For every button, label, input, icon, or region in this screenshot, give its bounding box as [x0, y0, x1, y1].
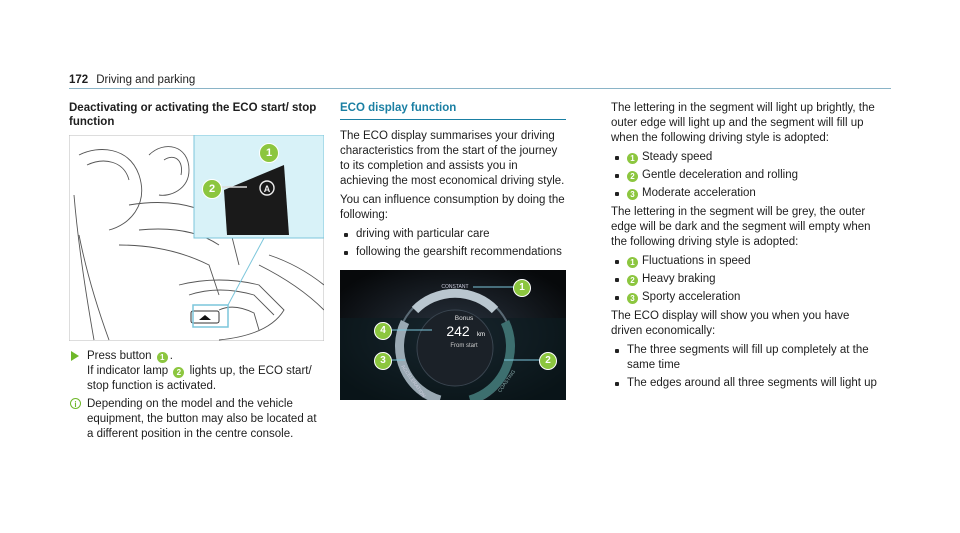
display-callout-1: 1 [513, 279, 531, 297]
note-text: Depending on the model and the vehicle e… [87, 398, 317, 440]
grey-segment-text: The lettering in the segment will be gre… [611, 206, 871, 248]
eco-display-intro: The ECO display summarises your driving … [340, 130, 565, 187]
header-rule [69, 88, 891, 89]
eco-start-stop-heading: Deactivating or activating the ECO start… [69, 102, 317, 128]
column-eco-display: ECO display function The ECO display sum… [340, 101, 566, 407]
display-callout-3: 3 [374, 352, 392, 370]
display-sub-label: From start [450, 343, 478, 349]
page-header: 172 Driving and parking [69, 73, 195, 88]
list-item: following the gearshift recommendations [340, 245, 566, 260]
display-callout-2: 2 [539, 352, 557, 370]
centre-console-illustration: A 1 2 [68, 134, 325, 342]
display-label-constant: CONSTANT [441, 284, 468, 290]
column-eco-start-stop: Deactivating or activating the ECO start… [68, 101, 325, 442]
svg-text:A: A [264, 184, 271, 194]
column-segment-behaviour: The lettering in the segment will light … [611, 101, 881, 395]
callout-2: 2 [202, 179, 222, 199]
influence-list: driving with particular care following t… [340, 227, 566, 260]
list-item: driving with particular care [340, 227, 566, 242]
eco-display-heading: ECO display function [340, 102, 457, 114]
bright-segment-text: The lettering in the segment will light … [611, 102, 875, 144]
note-block: i Depending on the model and the vehicle… [69, 397, 324, 442]
inline-callout-2: 2 [173, 367, 185, 378]
display-value: 242 [446, 323, 470, 339]
page-number: 172 [69, 74, 89, 86]
list-item: The edges around all three segments will… [611, 376, 881, 391]
section-title: Driving and parking [96, 74, 196, 86]
display-bonus-label: Bonus [455, 315, 474, 322]
callout-1: 1 [259, 143, 279, 163]
display-callout-4: 4 [374, 322, 392, 340]
economical-indicators-list: The three segments will fill up complete… [611, 343, 881, 391]
economical-summary-text: The ECO display will show you when you h… [611, 310, 850, 337]
step-arrow-icon [71, 351, 79, 361]
inline-callout-1: 1 [156, 352, 168, 363]
list-item: The three segments will fill up complete… [611, 343, 881, 373]
heading-rule [340, 119, 566, 120]
eco-display-illustration: CONSTANT ACCELERATION COASTING Bonus 242… [340, 270, 566, 407]
eco-display-influence: You can influence consumption by doing t… [340, 194, 565, 221]
step-press-button: Press button 1. If indicator lamp 2 ligh… [69, 349, 324, 394]
info-icon: i [70, 398, 81, 409]
display-unit: km [477, 332, 485, 338]
